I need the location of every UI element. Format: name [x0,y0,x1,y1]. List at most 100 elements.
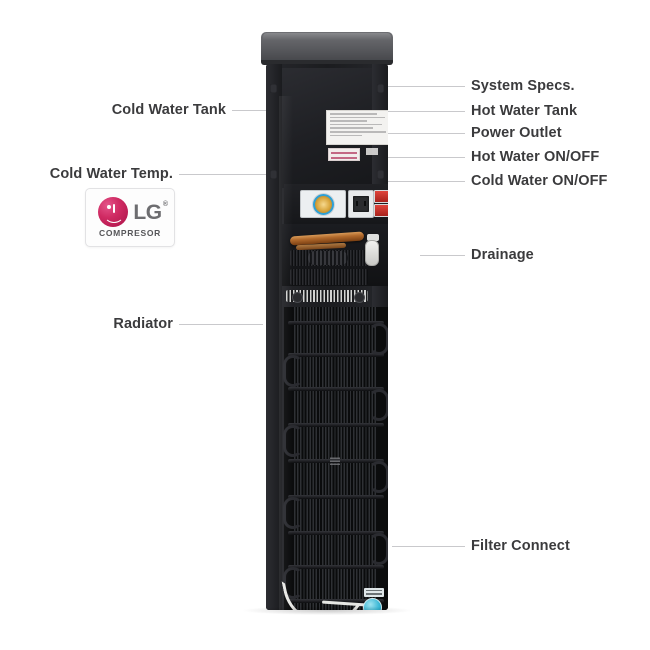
callout-cold-water-temp-label: Cold Water Temp. [49,165,173,182]
drainage-valve[interactable] [365,240,379,266]
outlet-slot-left [356,201,358,206]
radiator-tube [288,387,384,391]
callout-cold-water-temp: Cold Water Temp. [20,167,173,182]
leader-vert-hot-switch [372,157,440,158]
leader-drainage [420,255,465,256]
cold-water-temp-dial[interactable] [312,193,334,215]
callout-power-outlet: Power Outlet [471,126,562,141]
power-outlet-housing [348,190,374,218]
lg-compressor-badge: LG® COMPRESOR [85,188,175,247]
water-dispenser-rear [253,32,401,610]
lg-trademark: ® [162,200,168,208]
filter-label [364,588,384,597]
spec-line [330,134,363,137]
upper-back-panel [282,68,388,188]
spec-line [330,123,383,126]
filter-label-line [366,593,382,595]
lg-compressor-label: COMPRESOR [98,228,162,238]
leader-hot-water-tank [440,111,465,112]
lg-logo-icon [98,197,129,227]
callout-hot-water-switch: Hot Water ON/OFF [471,150,599,165]
ground-shadow [243,606,411,615]
cold-water-switch[interactable] [374,204,388,217]
radiator-bend [283,425,303,457]
unit-body [266,64,388,610]
radiator-tube [288,423,384,427]
cold-water-temp-dial-housing [300,190,346,218]
callout-drainage-label: Drainage [471,246,534,263]
callout-power-outlet-label: Power Outlet [471,124,562,141]
drainage-cap [367,234,379,241]
callout-hot-water-tank-label: Hot Water Tank [471,102,578,119]
compressor-zone [282,224,388,286]
rail-screw [377,170,384,179]
corrugated-hose [308,251,348,265]
fan-knob [354,292,365,303]
leader-vert-cold-switch [372,181,440,182]
callout-hot-water-tank: Hot Water Tank [471,104,577,119]
system-specs-label [326,110,388,145]
callout-system-specs-label: System Specs. [471,77,575,94]
radiator-tube [288,353,384,357]
control-plate [284,184,388,224]
secondary-sticker [328,148,360,161]
lg-logo-smile [104,206,125,223]
rail-screw [270,170,277,179]
hot-water-switch[interactable] [374,190,388,203]
power-outlet[interactable] [353,196,369,212]
lg-logo-eye [107,205,112,209]
lg-logo-nose [113,204,115,213]
sticker-line [331,157,357,159]
fan-grille [286,290,368,302]
spec-line [330,113,377,115]
leader-vert-hot-water-tank [348,111,440,112]
leader-cold-water-temp [179,174,295,175]
leader-vert-power-outlet [345,133,440,134]
leader-hot-water-switch [440,157,465,158]
radiator-bend [369,461,388,493]
radiator-marking [330,457,340,465]
radiator-tube [288,531,384,535]
callout-hot-water-switch-label: Hot Water ON/OFF [471,148,600,165]
radiator-tube [288,495,384,499]
lg-badge-row: LG® [98,197,168,227]
radiator-coil [283,307,388,610]
callout-cold-water-switch-label: Cold Water ON/OFF [471,172,608,189]
radiator-tube [288,321,384,325]
top-cap [261,32,393,62]
leader-power-outlet [440,133,465,134]
leader-system-specs [440,86,465,87]
leader-radiator [179,324,263,325]
fan-knob [292,292,303,303]
rail-screw [270,84,277,93]
radiator-bend [369,323,388,355]
spec-line [330,120,368,122]
lg-brand-label: LG [133,200,162,224]
filter-label-line [366,590,382,592]
leader-vert-system-specs [360,86,440,87]
leader-cold-water-switch [440,181,465,182]
radiator-bend [283,497,303,529]
radiator-tube [288,565,384,569]
tertiary-sticker [366,148,378,155]
callout-radiator: Radiator [60,317,173,332]
callout-cold-water-tank: Cold Water Tank [40,103,226,118]
callout-cold-water-switch: Cold Water ON/OFF [471,174,608,189]
radiator-bend [369,389,388,421]
sticker-line [331,152,357,154]
leader-filter-connect [392,546,465,547]
filter-connector[interactable] [363,598,382,610]
spec-line [330,116,385,119]
callout-filter-connect: Filter Connect [471,539,570,554]
outlet-slot-right [364,201,366,206]
left-side-rail [266,64,282,610]
top-cap-shadow [261,60,393,65]
radiator-bend [369,533,388,565]
lg-brand-text: LG® [133,200,168,224]
rail-screw [377,84,384,93]
condenser-fin-block [290,269,368,285]
spec-line [330,127,374,129]
callout-radiator-label: Radiator [113,315,173,332]
callout-drainage: Drainage [471,248,534,263]
